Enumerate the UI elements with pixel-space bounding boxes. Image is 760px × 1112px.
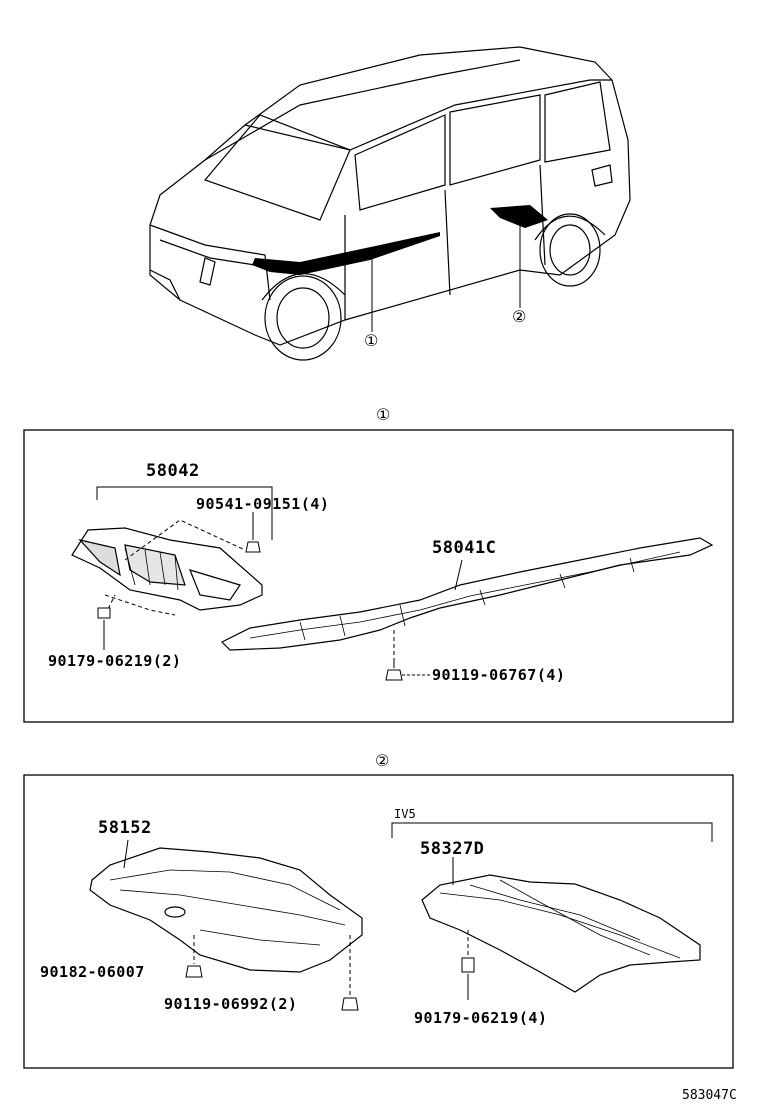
label-90179-06219-sec1: 90179-06219(2) — [48, 652, 182, 670]
label-90182-06007: 90182-06007 — [40, 963, 145, 981]
leader-58152 — [123, 839, 129, 869]
leader-58041c — [454, 559, 463, 591]
bolt-90119-section1 — [385, 630, 430, 681]
callout-leaders — [371, 222, 521, 332]
part-58042-shape — [71, 527, 263, 611]
part-58327d-shape — [421, 874, 701, 993]
label-90541-09151: 90541-09151(4) — [196, 495, 330, 513]
section-2-marker: ② — [375, 751, 390, 770]
label-58152: 58152 — [98, 818, 152, 838]
clip-90541 — [245, 512, 261, 553]
label-58042: 58042 — [146, 461, 200, 481]
bolt-90179 — [97, 607, 111, 650]
bracket-58042 — [96, 486, 273, 540]
bracket-iv5 — [391, 822, 713, 842]
bolt-90119-section2 — [341, 935, 359, 1011]
vehicle-outline — [149, 46, 631, 361]
diagram-code: 583047C — [682, 1088, 737, 1103]
callout-2-overview: ② — [512, 307, 527, 326]
variant-label-iv5: IV5 — [394, 807, 416, 821]
label-90119-06767: 90119-06767(4) — [432, 666, 566, 684]
section-1-marker: ① — [376, 405, 391, 424]
part-58041c-shape — [220, 537, 714, 651]
label-58327d: 58327D — [420, 839, 485, 859]
highlighted-covers — [252, 205, 548, 275]
section-2-frame — [23, 774, 734, 1069]
callout-1-overview: ① — [364, 331, 379, 350]
part-58152-shape — [89, 847, 363, 973]
label-90119-06992: 90119-06992(2) — [164, 995, 298, 1013]
label-90179-06219-sec2: 90179-06219(4) — [414, 1009, 548, 1027]
section-1-frame — [23, 429, 734, 723]
label-58041c: 58041C — [432, 538, 497, 558]
nut-90182 — [185, 935, 203, 978]
nut-90179-section2 — [461, 930, 475, 1000]
